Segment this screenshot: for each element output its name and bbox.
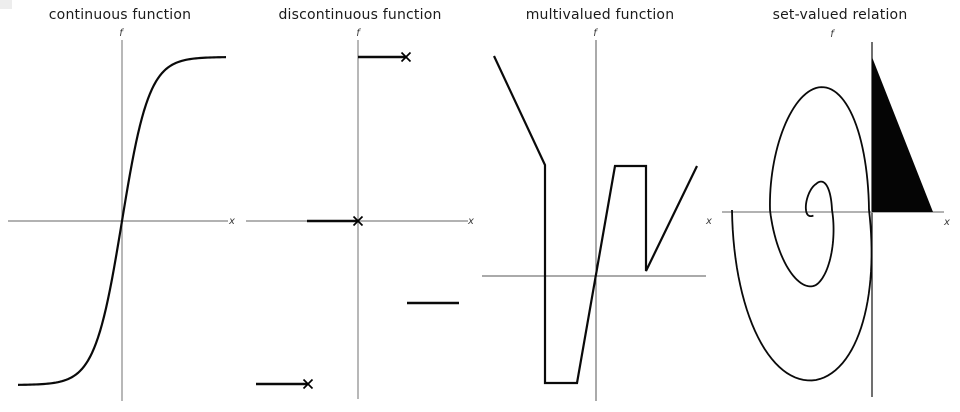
x-axis-label: x	[467, 216, 474, 227]
panel-title: continuous function	[48, 7, 192, 23]
panel-title: discontinuous function	[278, 7, 442, 23]
x-axis-label: x	[705, 216, 712, 227]
continuous-function-plot: fx	[8, 28, 235, 401]
multivalued-function-plot: fx	[482, 28, 712, 401]
excluded-endpoint-marker	[400, 51, 412, 63]
x-axis-label: x	[943, 217, 950, 228]
f-axis-label: f	[119, 28, 124, 39]
panel-title: multivalued function	[525, 7, 675, 23]
panel-title: set-valued relation	[772, 7, 908, 23]
x-axis-label: x	[228, 216, 235, 227]
f-axis-label: f	[593, 28, 598, 39]
sigmoid-curve	[17, 56, 227, 386]
excluded-endpoint-marker	[302, 378, 314, 390]
discontinuous-function-plot: fx	[246, 28, 474, 399]
f-axis-label: f	[830, 29, 835, 40]
multivalued-curve	[493, 55, 698, 385]
spiral-curve	[731, 86, 873, 382]
excluded-endpoint-marker	[352, 215, 364, 227]
filled-triangle-region	[872, 57, 933, 212]
set-valued-relation-plot: fx	[722, 29, 950, 397]
corner-artifact	[0, 0, 12, 9]
f-axis-label: f	[356, 28, 361, 39]
